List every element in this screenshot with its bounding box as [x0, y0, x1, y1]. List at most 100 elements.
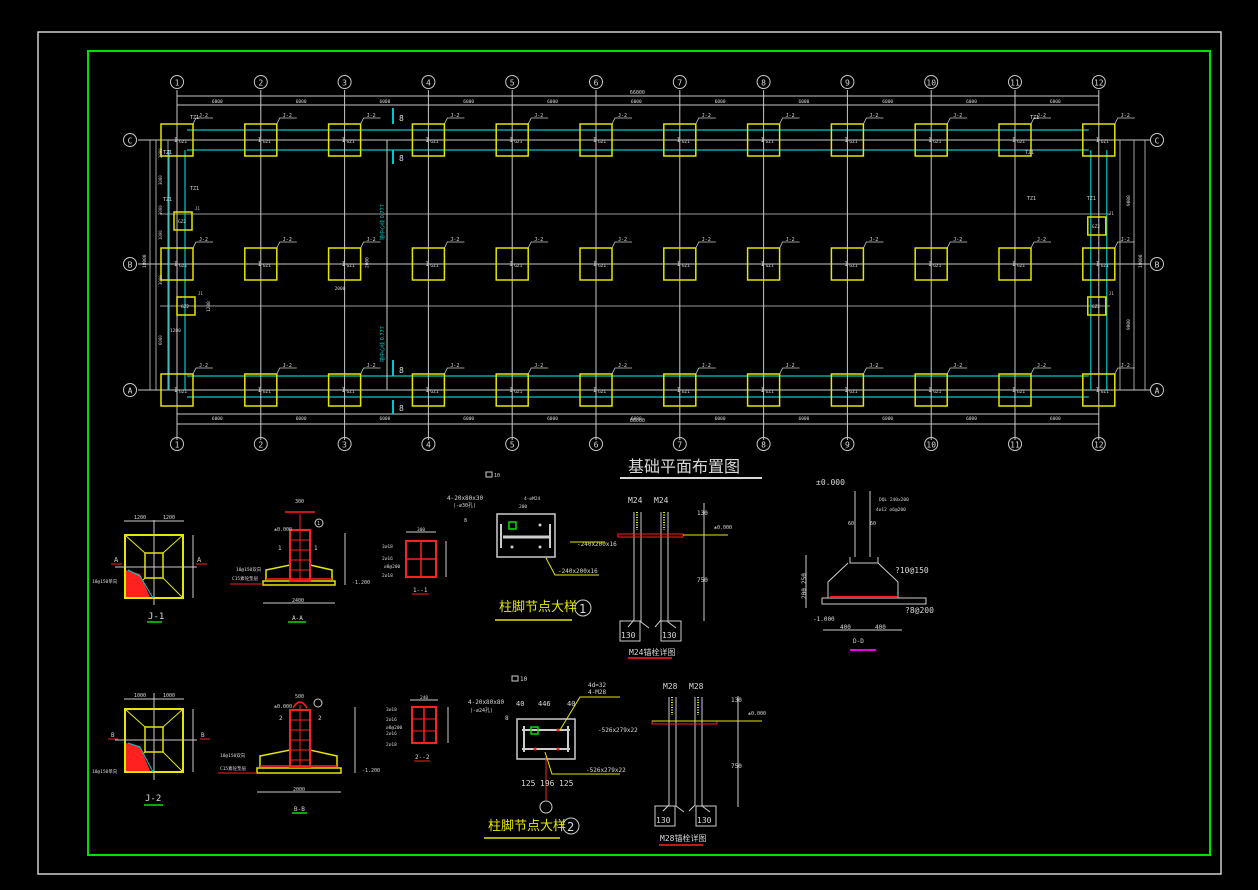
column-steel-icon-A6: I: [593, 387, 597, 394]
tz1-label-3: TZ1: [163, 197, 172, 203]
axis-bubble-top-1: [170, 75, 184, 89]
footing-leader-B8: [779, 241, 800, 249]
axis-bubble-top-3: [337, 75, 352, 89]
column-steel-icon-C7: I: [677, 137, 681, 144]
column-steel-icon-A10: I: [928, 387, 932, 394]
footing-A3: [327, 373, 362, 407]
bay-dim-bottom-5: 6000: [547, 416, 558, 422]
footing-label-C10: J-2: [953, 113, 962, 119]
bay-dim-bottom-6: 6000: [631, 416, 642, 422]
column-steel-icon-B7: I: [677, 261, 681, 268]
footing-C10: [914, 123, 948, 157]
footing-A8: [746, 373, 781, 407]
column-steel-icon-B6: I: [593, 261, 597, 268]
column-steel-icon-C10: I: [928, 137, 932, 144]
column-steel-icon-B11: I: [1012, 261, 1016, 268]
tz1-label-4: TZ1: [1030, 115, 1039, 121]
column-steel-icon-C9: I: [844, 137, 848, 144]
footing-B8: [746, 247, 781, 281]
footing-B7: [663, 247, 697, 281]
axis-bubble-top-10: [924, 75, 939, 89]
footing-B6: [579, 247, 613, 281]
detail-j1: J-1 A A 1200 1200 10@150单向: [92, 515, 207, 623]
row-spacing-right-2: 9000: [1126, 319, 1132, 330]
footing-B10: [914, 247, 948, 281]
footing-label-B7: J-2: [702, 237, 711, 243]
axis-label-top-4: 4: [426, 79, 431, 88]
small-dim-2: 1200: [206, 301, 212, 312]
column-label-B5: GZ1: [514, 263, 522, 269]
footing-C9: [830, 123, 865, 157]
axis-label-bottom-10: 10: [926, 441, 936, 450]
bay-dim-top-10: 6000: [966, 99, 977, 105]
m24-dim-130: 130: [697, 510, 708, 517]
s11-rebar-3: ⌀8@200: [384, 564, 401, 570]
aa-base-dim: 2400: [292, 598, 304, 604]
tz1-label-1: TZ1: [163, 150, 172, 156]
j2-dim-top-1: 1000: [134, 693, 146, 699]
s22-label: 2--2: [415, 754, 430, 761]
column-steel-icon-C12: I: [1096, 137, 1100, 144]
gz2-label-2: GZ2: [1092, 224, 1100, 230]
j1-section-a-left: A: [114, 556, 119, 564]
axis-label-bottom-12: 12: [1094, 441, 1104, 450]
gz2-footing-1: [176, 296, 196, 316]
node2-weld-2: 8: [505, 715, 509, 722]
bay-dim-bottom-1: 6000: [212, 416, 223, 422]
m28-elev: ±0.000: [748, 711, 766, 717]
aa-elevation: -1.200: [352, 580, 370, 586]
j2-label: J-2: [145, 794, 161, 804]
j2-dim-top-2: 1000: [163, 693, 175, 699]
axis-bubble-top-6: [589, 75, 603, 89]
column-label-C3: GZ1: [347, 139, 355, 145]
column-steel-icon-A1: I: [174, 387, 178, 394]
tz1-label-7: TZ1: [1087, 196, 1096, 202]
tz1-label-6: TZ1: [1027, 196, 1036, 202]
axis-label-bottom-5: 5: [510, 441, 515, 450]
footing-A4: [411, 373, 446, 407]
column-steel-icon-C4: I: [425, 137, 429, 144]
aa-sec1-left: 1: [278, 545, 282, 552]
aa-elev-top: ±0.000: [274, 527, 292, 533]
s22-rebar-3: ⌀8@200: [386, 725, 403, 731]
j1-label-0: J1: [195, 206, 200, 211]
footing-label-C7: J-2: [702, 113, 711, 119]
footing-B12: [1082, 247, 1116, 281]
axis-bubble-top-2: [253, 75, 268, 89]
axis-label-top-8: 8: [761, 79, 766, 88]
node2-dim-top-1: 40: [516, 700, 524, 708]
footing-leader-C3: [360, 117, 381, 125]
footing-label-C11: J-2: [1037, 113, 1046, 119]
row-label-left-B: B: [128, 261, 133, 270]
footing-C1: [160, 123, 194, 157]
footing-A10: [914, 373, 948, 407]
footing-leader-B5: [527, 241, 549, 249]
column-label-B7: GZ1: [682, 263, 690, 269]
left-sub-dim-3: 1000: [158, 230, 163, 240]
axis-bubble-top-4: [421, 75, 436, 89]
footing-label-A3: J-2: [367, 363, 376, 369]
bay-dim-top-4: 6000: [463, 99, 474, 105]
column-steel-icon-C2: I: [258, 137, 262, 144]
footing-label-A8: J-2: [786, 363, 795, 369]
column-steel-icon-C6: I: [593, 137, 597, 144]
left-sub-dim-0: 2000: [158, 148, 163, 158]
row-bubble-right-A: [1150, 383, 1164, 397]
footing-label-B11: J-2: [1037, 237, 1046, 243]
footing-label-B2: J-2: [283, 237, 292, 243]
footing-C12: [1082, 123, 1116, 157]
gz2-label-3: GZ2: [1092, 304, 1100, 310]
j1-label-3: J1: [1109, 291, 1114, 296]
small-dim-1: 1200: [170, 328, 181, 334]
node2-number: 2: [567, 820, 574, 834]
section-mark-label-0: 8: [399, 114, 404, 123]
footing-leader-C8: [779, 117, 800, 125]
footing-B1: [160, 247, 194, 281]
footing-label-A6: J-2: [618, 363, 627, 369]
j1-rebar-note: 10@150单向: [92, 578, 118, 585]
footing-C4: [411, 123, 446, 157]
column-label-B11: GZ1: [1017, 263, 1025, 269]
column-steel-icon-B3: I: [342, 261, 346, 268]
